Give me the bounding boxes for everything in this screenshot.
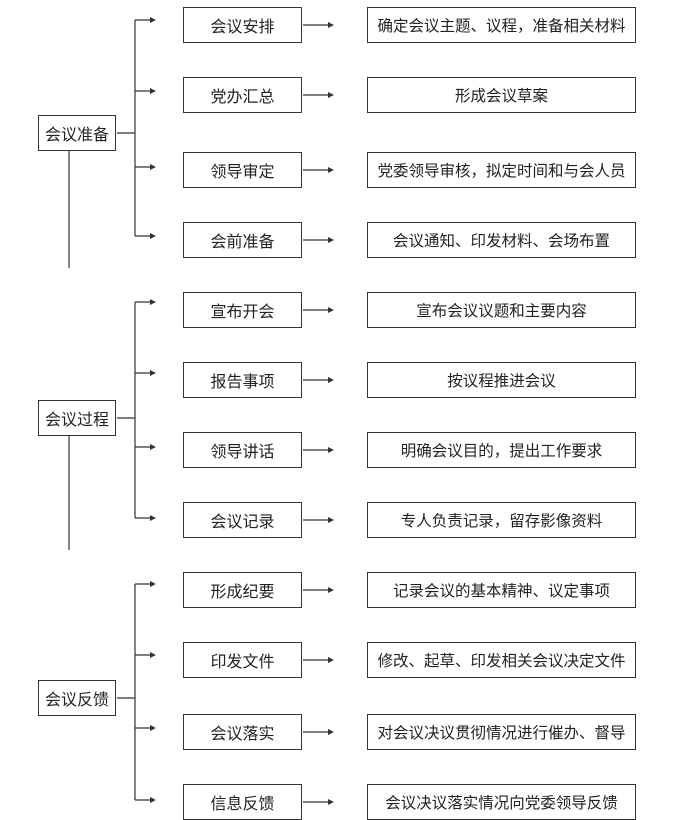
step-box-info-feedback: 信息反馈 xyxy=(183,784,302,820)
step-arrowhead-1-3 xyxy=(328,517,334,523)
detail-box-report-items: 按议程推进会议 xyxy=(367,362,636,398)
bracket-arrowhead-0-0 xyxy=(150,17,156,23)
detail-box-meeting-arrangement: 确定会议主题、议程，准备相关材料 xyxy=(367,7,636,43)
step-arrowhead-1-0 xyxy=(328,307,334,313)
step-box-office-summary: 党办汇总 xyxy=(183,77,302,113)
detail-box-issue-documents: 修改、起草、印发相关会议决定文件 xyxy=(367,642,636,678)
phase-box-process: 会议过程 xyxy=(38,400,116,436)
bracket-arrowhead-1-0 xyxy=(150,299,156,305)
step-arrowhead-2-1 xyxy=(328,657,334,663)
step-box-implementation: 会议落实 xyxy=(183,714,302,750)
detail-box-form-minutes: 记录会议的基本精神、议定事项 xyxy=(367,572,636,608)
step-arrowhead-2-2 xyxy=(328,729,334,735)
step-arrowhead-2-3 xyxy=(328,799,334,805)
bracket-arrowhead-2-2 xyxy=(150,725,156,731)
bracket-arrowhead-0-1 xyxy=(150,88,156,94)
detail-box-pre-meeting-prep: 会议通知、印发材料、会场布置 xyxy=(367,222,636,258)
step-arrowhead-2-0 xyxy=(328,587,334,593)
step-arrowhead-0-3 xyxy=(328,237,334,243)
step-box-meeting-arrangement: 会议安排 xyxy=(183,7,302,43)
detail-box-office-summary: 形成会议草案 xyxy=(367,77,636,113)
bracket-arrowhead-2-0 xyxy=(150,581,156,587)
step-box-report-items: 报告事项 xyxy=(183,362,302,398)
bracket-arrowhead-1-3 xyxy=(150,515,156,521)
detail-box-meeting-record: 专人负责记录，留存影像资料 xyxy=(367,502,636,538)
step-box-leader-approval: 领导审定 xyxy=(183,152,302,188)
detail-box-implementation: 对会议决议贯彻情况进行催办、督导 xyxy=(367,714,636,750)
step-box-open-meeting: 宣布开会 xyxy=(183,292,302,328)
bracket-arrowhead-2-1 xyxy=(150,652,156,658)
step-box-leader-speech: 领导讲话 xyxy=(183,432,302,468)
step-box-pre-meeting-prep: 会前准备 xyxy=(183,222,302,258)
detail-box-leader-speech: 明确会议目的，提出工作要求 xyxy=(367,432,636,468)
bracket-arrowhead-0-3 xyxy=(150,233,156,239)
bracket-arrowhead-1-2 xyxy=(150,444,156,450)
detail-box-info-feedback: 会议决议落实情况向党委领导反馈 xyxy=(367,784,636,820)
step-arrowhead-1-1 xyxy=(328,377,334,383)
bracket-arrowhead-1-1 xyxy=(150,370,156,376)
phase-box-feedback: 会议反馈 xyxy=(38,680,116,716)
step-arrowhead-0-0 xyxy=(328,22,334,28)
step-box-form-minutes: 形成纪要 xyxy=(183,572,302,608)
step-box-issue-documents: 印发文件 xyxy=(183,642,302,678)
step-arrowhead-0-1 xyxy=(328,92,334,98)
detail-box-leader-approval: 党委领导审核，拟定时间和与会人员 xyxy=(367,152,636,188)
bracket-arrowhead-0-2 xyxy=(150,164,156,170)
detail-box-open-meeting: 宣布会议议题和主要内容 xyxy=(367,292,636,328)
step-box-meeting-record: 会议记录 xyxy=(183,502,302,538)
phase-box-preparation: 会议准备 xyxy=(38,115,116,151)
step-arrowhead-1-2 xyxy=(328,447,334,453)
bracket-arrowhead-2-3 xyxy=(150,797,156,803)
step-arrowhead-0-2 xyxy=(328,167,334,173)
